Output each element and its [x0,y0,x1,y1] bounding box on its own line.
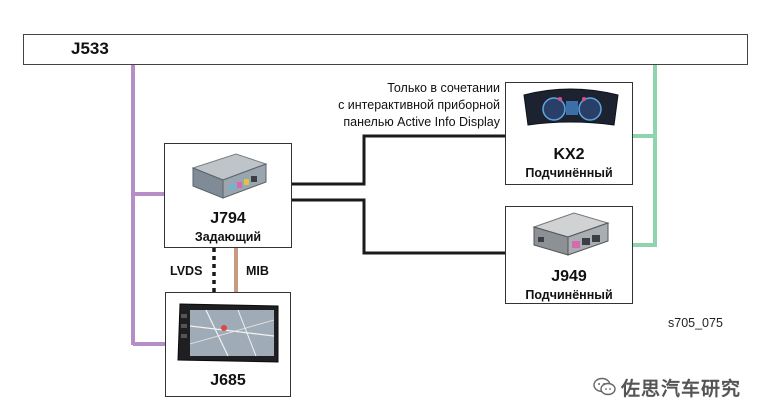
note-line-1: Только в сочетании [387,81,500,95]
compatibility-note: Только в сочетании с интерактивной прибо… [338,80,500,131]
black-link-j949 [292,198,505,255]
j949-id: J949 [551,268,587,285]
kx2-role: Подчинённый [525,166,613,180]
gateway-bus-bar: J533 [23,34,748,65]
j949-module-image [532,212,610,256]
unit-j794: J794 Задающий [164,143,292,248]
j949-role: Подчинённый [525,288,613,302]
black-link-kx2 [292,134,505,186]
mib-label: MIB [246,264,269,278]
note-line-2: с интерактивной приборной [338,98,500,112]
lvds-label: LVDS [170,264,203,278]
wechat-icon [593,377,616,396]
unit-j685: J685 [165,292,291,397]
j685-display-image [177,303,279,363]
j794-module-image [191,153,268,199]
j794-id: J794 [210,210,246,227]
kx2-cluster-image [523,88,619,126]
j685-id: J685 [210,372,246,389]
bus-label: J533 [71,39,109,58]
watermark-text: 佐思汽车研究 [621,378,742,400]
unit-kx2: KX2 Подчинённый [505,82,633,185]
j794-role: Задающий [194,230,262,244]
unit-j949: J949 Подчинённый [505,206,633,304]
note-line-3: панелью Active Info Display [343,115,500,129]
figure-reference: s705_075 [668,316,723,330]
kx2-id: KX2 [553,146,585,163]
